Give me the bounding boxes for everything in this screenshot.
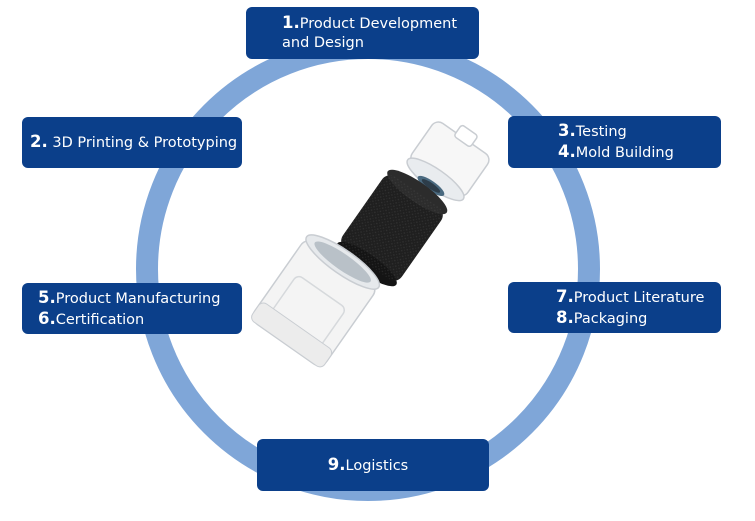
step-box-literature-packaging: 7.Product Literature 8.Packaging bbox=[508, 282, 721, 333]
step-line: 1.Product Development bbox=[282, 13, 469, 34]
step-box-3d-printing: 2. 3D Printing & Prototyping bbox=[22, 117, 242, 168]
step-line: 3.Testing bbox=[558, 121, 711, 142]
step-number: 6. bbox=[38, 308, 56, 328]
step-number: 8. bbox=[556, 307, 574, 327]
step-line: 2. 3D Printing & Prototyping bbox=[30, 132, 237, 153]
step-line: 6.Certification bbox=[38, 309, 232, 330]
step-label: Product Development bbox=[299, 16, 458, 32]
step-line: 8.Packaging bbox=[556, 308, 711, 329]
step-number: 1. bbox=[282, 13, 300, 32]
step-label: Product Literature bbox=[573, 289, 705, 306]
step-number: 5. bbox=[38, 287, 56, 307]
step-label: Certification bbox=[55, 311, 145, 328]
water-filter-exploded-icon bbox=[251, 121, 490, 368]
step-label: 3D Printing & Prototyping bbox=[47, 135, 238, 151]
step-box-product-development: 1.Product Development and Design bbox=[246, 7, 479, 59]
step-line: 5.Product Manufacturing bbox=[38, 288, 232, 309]
step-box-manufacturing-certification: 5.Product Manufacturing 6.Certification bbox=[22, 283, 242, 334]
step-label: Mold Building bbox=[575, 145, 674, 161]
step-number: 9. bbox=[327, 454, 346, 474]
step-label: Logistics bbox=[345, 457, 409, 474]
step-label: Testing bbox=[575, 124, 627, 140]
step-number: 7. bbox=[556, 286, 574, 306]
step-line: 9.Logistics bbox=[328, 455, 408, 476]
step-number: 3. bbox=[558, 121, 576, 140]
step-label: Product Manufacturing bbox=[55, 290, 221, 307]
step-label: Packaging bbox=[573, 310, 648, 327]
step-label-continued: and Design bbox=[282, 35, 364, 51]
step-box-testing-mold: 3.Testing 4.Mold Building bbox=[508, 116, 721, 168]
step-number: 2. bbox=[30, 132, 48, 151]
step-number: 4. bbox=[558, 142, 576, 161]
step-box-logistics: 9.Logistics bbox=[257, 439, 489, 491]
step-line: 7.Product Literature bbox=[556, 287, 711, 308]
step-line: 4.Mold Building bbox=[558, 142, 711, 163]
